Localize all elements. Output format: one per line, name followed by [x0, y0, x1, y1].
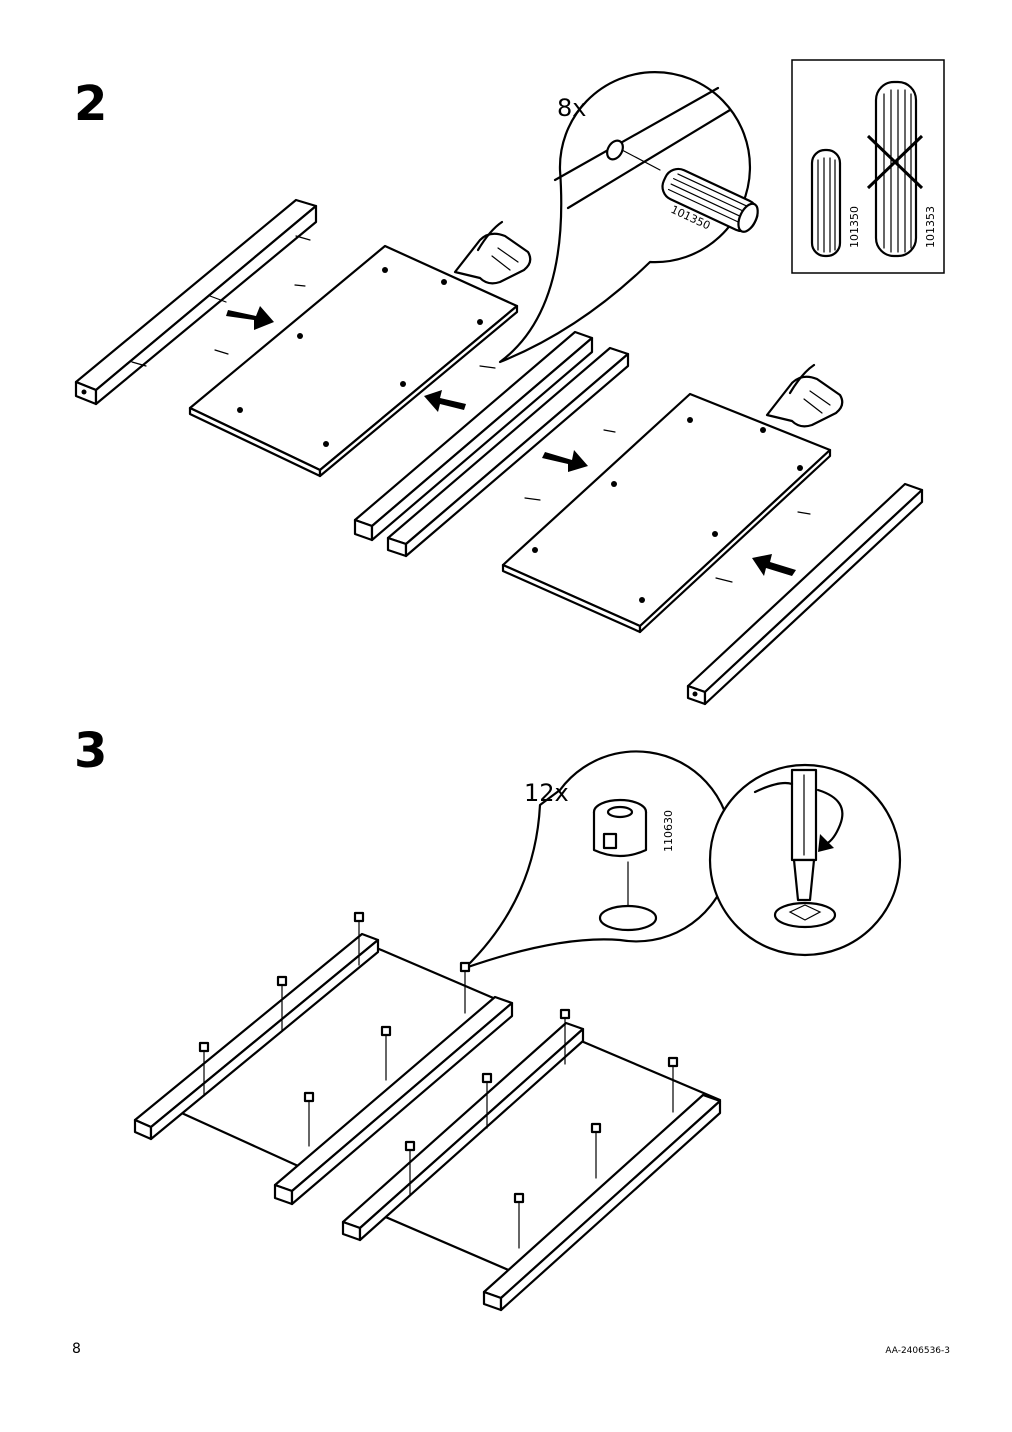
dowel-101350-icon — [810, 148, 842, 258]
press-hand-icon — [765, 363, 844, 428]
cross-out-icon — [866, 134, 924, 190]
dowel-icon — [661, 167, 759, 233]
cam-lock-icon — [592, 798, 648, 858]
step-3-number: 3 — [74, 723, 108, 779]
step-2-quantity: 8x — [557, 94, 586, 122]
screwdriver-detail — [708, 763, 902, 957]
frame-assembly-left — [133, 911, 514, 1206]
screwdriver-icon — [790, 768, 818, 902]
step-3-quantity: 12x — [524, 779, 569, 807]
page-number: 8 — [72, 1341, 81, 1357]
frame-assembly-right — [341, 1008, 722, 1312]
rail-center-1 — [353, 330, 594, 542]
dowel-code-wrong: 101353 — [924, 206, 937, 248]
dowel-comparison-box: 101350 101353 — [791, 59, 945, 274]
step-3-part-code: 110630 — [662, 810, 675, 852]
rail-left — [74, 198, 318, 406]
arrow-icon — [226, 306, 796, 576]
dowel-code-correct: 101350 — [848, 206, 861, 248]
rotate-icon — [753, 781, 844, 852]
dowel-101353-icon — [874, 80, 918, 258]
panel-left — [188, 244, 519, 478]
press-hand-icon — [453, 220, 532, 285]
document-code: AA-2406536-3 — [885, 1346, 950, 1356]
step-2-number: 2 — [74, 76, 108, 132]
rail-right — [686, 482, 924, 706]
cam-lock-detail-bubble — [463, 750, 733, 970]
panel-right — [501, 392, 832, 634]
dowel-detail-bubble — [498, 71, 759, 364]
rail-center-2 — [386, 346, 630, 558]
